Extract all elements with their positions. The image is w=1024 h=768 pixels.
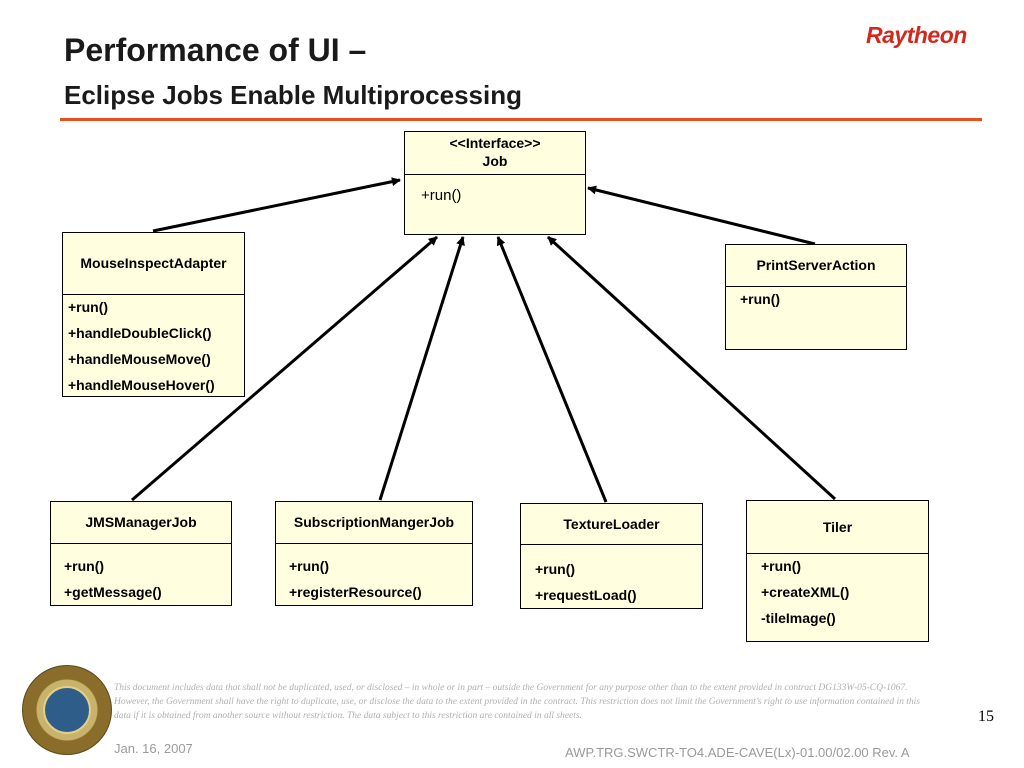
method-run: +run() xyxy=(761,558,802,574)
arrow-mouseinspectadapter-to-job xyxy=(152,177,401,233)
raytheon-logo: Raytheon xyxy=(866,22,967,48)
tiler-methods: +run() +createXML() -tileImage() xyxy=(747,553,928,641)
subscriptionmangerjob-class-box: SubscriptionMangerJob +run() +registerRe… xyxy=(275,501,473,606)
title-underline xyxy=(60,118,982,121)
job-stereotype: <<Interface>> xyxy=(449,135,541,151)
slide-title-line1: Performance of UI – xyxy=(64,32,367,68)
mouseinspectadapter-class-box: MouseInspectAdapter +run() +handleDouble… xyxy=(62,232,245,397)
jmsmanagerjob-class-box: JMSManagerJob +run() +getMessage() xyxy=(50,501,232,606)
seal-globe-icon xyxy=(43,686,91,734)
mouseinspectadapter-methods: +run() +handleDoubleClick() +handleMouse… xyxy=(63,294,244,396)
job-interface-box: <<Interface>> Job +run() xyxy=(404,131,586,235)
job-class-name: Job xyxy=(482,153,508,169)
method-run: +run() xyxy=(64,558,105,574)
job-methods: +run() xyxy=(405,174,585,234)
printserveraction-methods: +run() xyxy=(726,286,906,349)
method-getmessage: +getMessage() xyxy=(64,584,162,600)
textureloader-methods: +run() +requestLoad() xyxy=(521,544,702,608)
method-handlemousehover: +handleMouseHover() xyxy=(68,377,215,393)
page-number: 15 xyxy=(978,708,994,725)
arrow-jmsmanagerjob-to-job xyxy=(131,235,438,502)
subscriptionmangerjob-name: SubscriptionMangerJob xyxy=(276,502,472,544)
tiler-class-box: Tiler +run() +createXML() -tileImage() xyxy=(746,500,929,642)
printserveraction-name: PrintServerAction xyxy=(726,245,906,287)
slide-title-line2: Eclipse Jobs Enable Multiprocessing xyxy=(64,80,523,110)
method-run: +run() xyxy=(289,558,330,574)
method-registerresource: +registerResource() xyxy=(289,584,422,600)
method-handledoubleclick: +handleDoubleClick() xyxy=(68,325,212,341)
arrow-printserveraction-to-job xyxy=(587,185,816,246)
arrow-subscriptionmangerjob-to-job xyxy=(378,236,465,501)
method-handlemousemove: +handleMouseMove() xyxy=(68,351,211,367)
method-requestload: +requestLoad() xyxy=(535,587,637,603)
textureloader-name: TextureLoader xyxy=(521,504,702,545)
awips-team-seal xyxy=(22,665,112,755)
disclaimer-text: This document includes data that shall n… xyxy=(114,683,920,721)
method-run: +run() xyxy=(740,291,781,307)
arrow-tiler-to-job xyxy=(546,235,837,501)
job-method-run: +run() xyxy=(421,187,462,204)
arrow-textureloader-to-job xyxy=(496,236,608,503)
tiler-name: Tiler xyxy=(747,501,928,554)
job-interface-header: <<Interface>> Job xyxy=(405,132,585,175)
textureloader-class-box: TextureLoader +run() +requestLoad() xyxy=(520,503,703,609)
footer-document-id: AWP.TRG.SWCTR-TO4.ADE-CAVE(Lx)-01.00/02.… xyxy=(565,745,910,760)
method-run: +run() xyxy=(68,299,109,315)
jmsmanagerjob-methods: +run() +getMessage() xyxy=(51,543,231,605)
subscriptionmangerjob-methods: +run() +registerResource() xyxy=(276,543,472,605)
footer-date: Jan. 16, 2007 xyxy=(114,741,193,756)
method-tileimage: -tileImage() xyxy=(761,610,836,626)
printserveraction-class-box: PrintServerAction +run() xyxy=(725,244,907,350)
mouseinspectadapter-name: MouseInspectAdapter xyxy=(63,233,244,295)
jmsmanagerjob-name: JMSManagerJob xyxy=(51,502,231,544)
method-run: +run() xyxy=(535,561,576,577)
method-createxml: +createXML() xyxy=(761,584,850,600)
